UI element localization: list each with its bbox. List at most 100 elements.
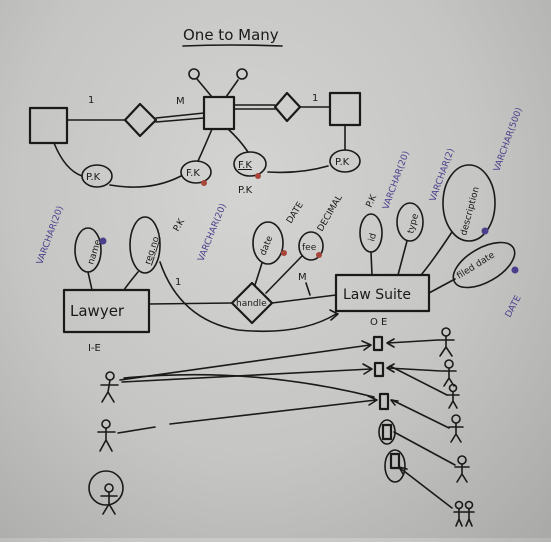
instance-arrowhead-2 [362, 363, 373, 375]
attr-type-type: VARCHAR(2) [428, 147, 456, 203]
attr-filed-date-oval [452, 241, 516, 289]
rel-curve [159, 261, 337, 333]
person-arrow-5 [393, 431, 456, 466]
schema-right-table [328, 91, 362, 127]
diagram-title: One to Many [183, 26, 279, 44]
attr-fee-link [265, 255, 303, 294]
schema-line-mid-a [155, 112, 205, 119]
lawyer-instance-1 [100, 371, 119, 403]
attr-id-label: id [367, 232, 379, 243]
key-oval-3 [233, 151, 267, 177]
attr-description-label: description [459, 186, 482, 237]
instance-arrowhead-1 [361, 340, 372, 351]
person-instance-2 [441, 359, 457, 387]
attr-description-dot [481, 227, 489, 235]
key-label-3: F.K [238, 160, 252, 171]
lawsuit-instance-3 [378, 392, 390, 411]
attr-description-link [420, 231, 453, 276]
person-instance-3 [446, 383, 460, 409]
attr-regno-type: VARCHAR(20) [197, 202, 229, 263]
key-link-2 [109, 175, 182, 188]
entity-lawyer-set-label: I-E [88, 343, 101, 354]
key-label-5: P.K [335, 157, 350, 168]
instance-arrow-2 [121, 368, 372, 383]
person-instance-5 [454, 455, 470, 483]
lawsuit-instance-1 [372, 335, 384, 352]
lawyer-instance-3 [100, 483, 118, 515]
key-label-1: P.K [86, 172, 101, 183]
entity-lawyer [62, 288, 151, 334]
person-instance-4 [448, 414, 464, 443]
entity-lawsuit-set-label: O E [370, 317, 387, 328]
attr-regno-oval [129, 216, 161, 274]
schema-left-table [28, 106, 69, 145]
title-underline [182, 44, 283, 47]
attr-id-type: VARCHAR(20) [381, 150, 411, 211]
attr-filed-date-link [428, 278, 456, 294]
schema-card-middle: M [176, 96, 185, 107]
rel-card-lawyer: 1 [175, 277, 181, 288]
person-arrow-6 [399, 467, 453, 509]
attr-type-label: type [406, 212, 421, 234]
attr-id-link [370, 251, 373, 276]
relationship-handle-label: handle [236, 299, 267, 309]
lawsuit-instance-4 [381, 423, 393, 441]
attr-description-oval [442, 164, 496, 242]
lawsuit-instance-5 [389, 452, 401, 470]
attr-id-key: P.K [365, 192, 380, 209]
schema-attr-stem-right [225, 79, 239, 98]
rel-line-right [271, 294, 337, 304]
person-arrow-2 [387, 367, 442, 372]
attr-date-type: DATE [285, 200, 306, 225]
attr-filed-date-label: filed date [455, 250, 497, 281]
rel-line-left [148, 302, 233, 305]
person-arrowhead-1 [386, 338, 395, 348]
attr-filed-date-dot [511, 266, 519, 274]
attr-regno-link [123, 271, 139, 291]
attr-fee-label: fee [302, 243, 317, 253]
attr-fee-oval [298, 231, 324, 261]
lawyer-instance-2 [97, 419, 116, 452]
person-instance-1 [437, 327, 455, 357]
attr-filed-date-type: DATE [504, 294, 524, 320]
attr-date-oval [252, 221, 284, 265]
schema-diamond-left [123, 102, 158, 138]
attr-date-link [254, 262, 263, 286]
instance-arrow-3 [123, 373, 375, 398]
attr-name-link [87, 271, 93, 291]
key-marker-2 [201, 180, 207, 186]
attr-date-dot [281, 250, 287, 256]
attr-fee-type: DECIMAL [316, 193, 345, 233]
lawsuit-instance-4-circle [378, 419, 396, 445]
rel-arrowhead [329, 309, 339, 321]
person-arrow-4 [391, 399, 450, 429]
person-arrowhead-4 [390, 399, 399, 406]
person-arrowhead-6 [398, 466, 408, 475]
attr-description-type: VARCHAR(500) [492, 106, 524, 173]
key-oval-2 [180, 160, 212, 184]
entity-lawsuit-label: Law Suite [343, 287, 411, 303]
schema-card-right: 1 [312, 93, 318, 104]
key-link-4 [227, 128, 249, 153]
instance-arrow-1 [119, 344, 371, 381]
person-arrow-1 [387, 339, 439, 344]
lawsuit-instance-2 [373, 361, 385, 378]
key-marker-3 [255, 173, 261, 179]
key-label-2: F.K [186, 168, 200, 179]
key-link-3 [197, 128, 213, 162]
attr-date-label: date [259, 234, 276, 257]
person-arrowhead-2 [386, 363, 395, 373]
rel-card-lawsuit: M [298, 272, 307, 283]
lawyer-instance-3-circle [88, 470, 124, 506]
attr-type-link [397, 240, 408, 276]
schema-line-mid-b [155, 117, 205, 123]
rel-card-tick [305, 282, 311, 296]
person-instance-6 [453, 500, 475, 527]
schema-card-left: 1 [88, 95, 94, 106]
schema-attr-oval-left [188, 68, 200, 80]
attr-name-type: VARCHAR(20) [35, 205, 65, 266]
key-label-4: P.K [238, 185, 253, 196]
schema-attr-oval-right [236, 68, 248, 80]
